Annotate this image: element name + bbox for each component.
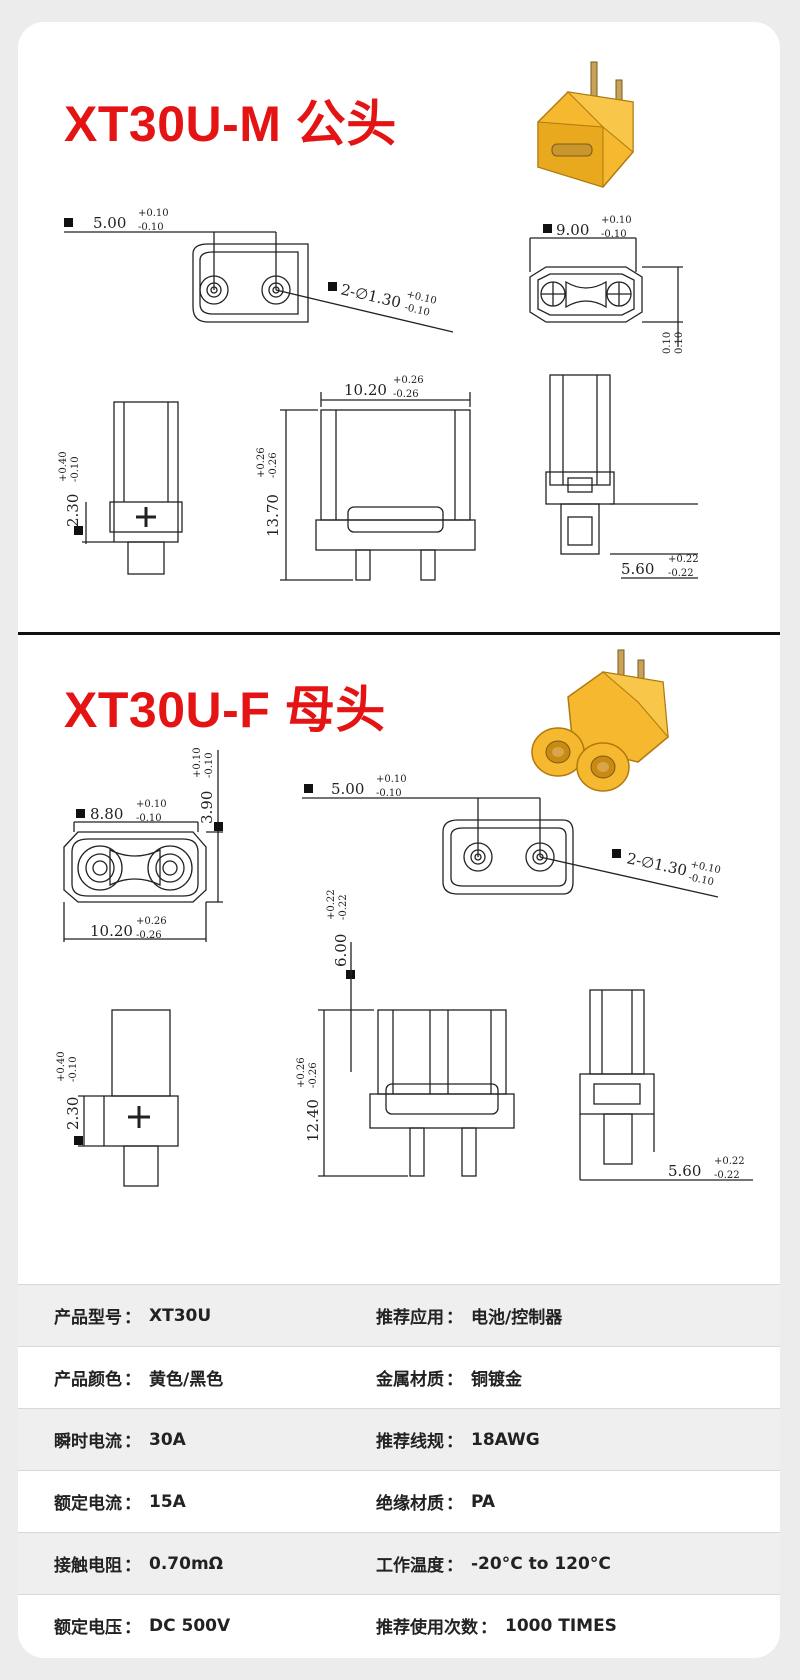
spec-value: 电池/控制器 [471, 1308, 563, 1328]
female-thickness-tol-plus: +0.22 [714, 1156, 745, 1167]
male-depth-tol-minus: -0.10 [70, 456, 81, 482]
female-drawing: 8.80 +0.10 -0.10 3.90 +0.10 -0.10 10.20 … [18, 712, 780, 1192]
product-card: XT30U-M 公头 5.00 +0.10 -0.10 2-∅1.30 +0.1… [18, 22, 780, 1658]
female-height-tol-plus: +0.26 [296, 1057, 307, 1088]
spec-label: 推荐使用次数 [376, 1618, 478, 1638]
spec-separator: ： [446, 1432, 463, 1452]
male-pitch-tol-plus: +0.10 [138, 208, 169, 219]
female-inner-h-tol-minus: -0.10 [204, 752, 215, 778]
male-drawing: 5.00 +0.10 -0.10 2-∅1.30 +0.10 -0.10 9.0… [18, 182, 780, 602]
male-pitch-tol-minus: -0.10 [138, 222, 164, 233]
female-title: XT30U-F 母头 [64, 682, 386, 738]
spec-label: 绝缘材质 [376, 1494, 444, 1514]
male-side2: 0.10 [674, 332, 685, 354]
spec-label: 金属材质 [376, 1370, 444, 1390]
spec-row: 额定电流：15A 绝缘材质：PA [18, 1470, 780, 1532]
section-divider [18, 632, 780, 635]
female-pin-tol-minus: -0.22 [338, 894, 349, 920]
female-pitch-tol-plus: +0.10 [376, 774, 407, 785]
male-thickness: 5.60 [621, 560, 654, 578]
female-height-tol-minus: -0.26 [308, 1062, 319, 1088]
spec-separator: ： [124, 1308, 141, 1328]
male-height-tol-minus: -0.26 [268, 452, 279, 478]
female-hole-tol-minus: -0.10 [687, 872, 714, 888]
female-inner-tol-plus: +0.10 [136, 799, 167, 810]
spec-value: 铜镀金 [471, 1370, 522, 1390]
spec-label: 产品颜色 [54, 1370, 122, 1390]
spec-separator: ： [446, 1308, 463, 1328]
female-pin-tol-plus: +0.22 [326, 889, 337, 920]
male-depth-tol-plus: +0.40 [58, 451, 69, 482]
spec-value: 1000 TIMES [505, 1615, 617, 1636]
spec-label: 接触电阻 [54, 1556, 122, 1576]
female-depth-tol-minus: -0.10 [68, 1056, 79, 1082]
spec-row: 额定电压：DC 500V 推荐使用次数：1000 TIMES [18, 1594, 780, 1656]
spec-row: 接触电阻：0.70mΩ 工作温度：-20°C to 120°C [18, 1532, 780, 1594]
female-inner-height: 3.90 [198, 791, 216, 824]
female-pitch-tol-minus: -0.10 [376, 788, 402, 799]
spec-value: PA [471, 1491, 496, 1512]
spec-label: 推荐应用 [376, 1308, 444, 1328]
spec-value: 15A [149, 1491, 186, 1512]
female-inner-h-tol-plus: +0.10 [192, 747, 203, 778]
spec-separator: ： [124, 1618, 141, 1638]
female-hole: 2-∅1.30 [625, 849, 688, 879]
female-connector-photo [531, 649, 669, 792]
spec-separator: ： [124, 1494, 141, 1514]
spec-label: 产品型号 [54, 1308, 122, 1328]
female-depth-tol-plus: +0.40 [56, 1051, 67, 1082]
male-depth: 2.30 [64, 494, 82, 527]
female-inner-width: 8.80 [90, 805, 123, 823]
spec-separator: ： [446, 1494, 463, 1514]
female-pitch: 5.00 [331, 780, 364, 798]
male-body-width: 10.20 [344, 381, 387, 399]
male-height: 13.70 [264, 494, 282, 537]
female-depth: 2.30 [64, 1097, 82, 1130]
spec-table: 产品型号：XT30U 推荐应用：电池/控制器 产品颜色：黄色/黑色 金属材质：铜… [18, 1284, 780, 1656]
spec-value: 0.70mΩ [149, 1553, 224, 1574]
male-body-width-tol-plus: +0.26 [393, 375, 424, 386]
spec-value: 18AWG [471, 1429, 540, 1450]
female-thickness-tol-minus: -0.22 [714, 1170, 740, 1181]
male-side: 0.10 [662, 332, 673, 354]
female-pin: 6.00 [332, 934, 350, 967]
spec-value: 黄色/黑色 [149, 1370, 224, 1390]
spec-label: 工作温度 [376, 1556, 444, 1576]
spec-separator: ： [480, 1618, 497, 1638]
spec-label: 额定电压 [54, 1618, 122, 1638]
female-thickness: 5.60 [668, 1162, 701, 1180]
spec-value: -20°C to 120°C [471, 1553, 611, 1574]
spec-value: DC 500V [149, 1615, 231, 1636]
male-thickness-tol-minus: -0.22 [668, 568, 694, 579]
female-outer-tol-minus: -0.26 [136, 930, 162, 941]
male-width-tol-plus: +0.10 [601, 215, 632, 226]
female-inner-tol-minus: -0.10 [136, 813, 162, 824]
spec-row: 产品型号：XT30U 推荐应用：电池/控制器 [18, 1284, 780, 1346]
male-height-tol-plus: +0.26 [256, 447, 267, 478]
spec-label: 额定电流 [54, 1494, 122, 1514]
spec-separator: ： [446, 1370, 463, 1390]
spec-value: 30A [149, 1429, 186, 1450]
spec-value: XT30U [149, 1305, 212, 1326]
male-width: 9.00 [556, 221, 589, 239]
spec-separator: ： [124, 1432, 141, 1452]
male-width-tol-minus: -0.10 [601, 229, 627, 240]
spec-label: 推荐线规 [376, 1432, 444, 1452]
spec-separator: ： [124, 1556, 141, 1576]
spec-separator: ： [446, 1556, 463, 1576]
female-outer-tol-plus: +0.26 [136, 916, 167, 927]
spec-label: 瞬时电流 [54, 1432, 122, 1452]
female-outer-width: 10.20 [90, 922, 133, 940]
spec-separator: ： [124, 1370, 141, 1390]
male-thickness-tol-plus: +0.22 [668, 554, 699, 565]
male-connector-photo [537, 61, 634, 188]
male-body-width-tol-minus: -0.26 [393, 389, 419, 400]
female-height: 12.40 [304, 1099, 322, 1142]
spec-row: 产品颜色：黄色/黑色 金属材质：铜镀金 [18, 1346, 780, 1408]
male-title: XT30U-M 公头 [64, 96, 397, 152]
spec-row: 瞬时电流：30A 推荐线规：18AWG [18, 1408, 780, 1470]
male-pitch: 5.00 [93, 214, 126, 232]
